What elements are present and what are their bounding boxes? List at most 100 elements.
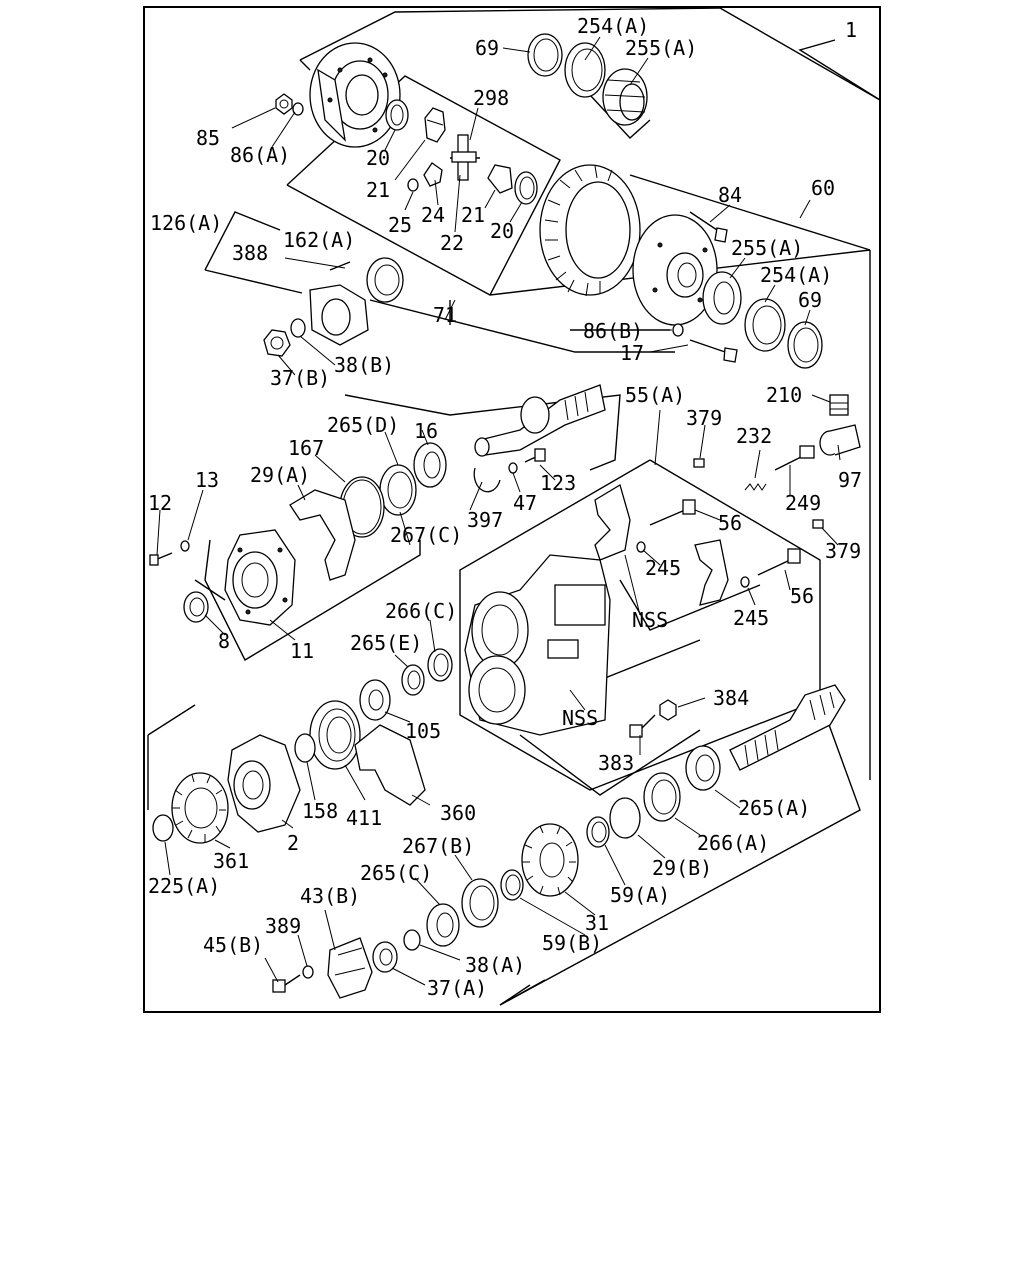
label-383: 383 (598, 751, 634, 775)
washer-245b (740, 576, 750, 588)
label-20: 20 (366, 146, 390, 170)
part-labels: 1 69 254(A) 255(A) 298 85 86(A) 20 21 25… (148, 14, 862, 1000)
label-126a: 126(A) (150, 211, 222, 235)
washer-13 (180, 540, 190, 552)
label-21: 21 (366, 178, 390, 202)
bolt-383 (629, 714, 656, 738)
spring-232 (744, 483, 767, 491)
snap-ring-225a (152, 814, 174, 842)
gear-361 (171, 772, 229, 844)
label-59b: 59(B) (542, 931, 602, 955)
label-56-b: 56 (790, 584, 814, 608)
race-266c (427, 648, 453, 682)
label-24: 24 (421, 203, 445, 227)
label-86b: 86(B) (583, 319, 643, 343)
sleeve-411 (309, 700, 361, 770)
gasket-29a (289, 489, 356, 581)
label-25: 25 (388, 213, 412, 237)
label-245-b: 245 (733, 606, 769, 630)
label-266c: 266(C) (385, 599, 457, 623)
label-56: 56 (718, 511, 742, 535)
label-38b: 38(B) (334, 353, 394, 377)
gear-31 (521, 823, 579, 897)
hub-2 (227, 734, 301, 833)
race-266a (643, 772, 681, 822)
label-361: 361 (213, 849, 249, 873)
nut-384 (659, 699, 677, 721)
bearing-265d (413, 442, 447, 488)
label-37b: 37(B) (270, 366, 330, 390)
washer-38a (403, 929, 421, 951)
label-265a: 265(A) (738, 796, 810, 820)
label-232: 232 (736, 424, 772, 448)
gasket-29b (609, 797, 641, 839)
label-266a: 266(A) (697, 831, 769, 855)
race-267c (379, 464, 417, 516)
label-267c: 267(C) (390, 523, 462, 547)
washer-47 (508, 462, 518, 474)
label-254a: 254(A) (577, 14, 649, 38)
label-389: 389 (265, 914, 301, 938)
bearing-265a (685, 745, 721, 791)
label-55a: 55(A) (625, 383, 685, 407)
label-255a: 255(A) (625, 36, 697, 60)
label-59a: 59(A) (610, 883, 670, 907)
label-225a: 225(A) (148, 874, 220, 898)
bearing-265c (426, 903, 460, 947)
bearing-retainer-11 (224, 529, 296, 626)
label-388: 388 (232, 241, 268, 265)
label-245: 245 (645, 556, 681, 580)
shift-fork-upper (594, 484, 631, 561)
label-265d: 265(D) (327, 413, 399, 437)
bearing-set-top (527, 33, 648, 126)
label-2: 2 (287, 831, 299, 855)
label-11: 11 (290, 639, 314, 663)
cover-43b (327, 937, 373, 999)
nut-37a (372, 941, 398, 973)
bearing-set-right (702, 271, 823, 369)
label-12: 12 (148, 491, 172, 515)
differential-case (632, 214, 718, 326)
label-13: 13 (195, 468, 219, 492)
label-85: 85 (196, 126, 220, 150)
bolt-84 (689, 211, 728, 243)
label-29a: 29(A) (250, 463, 310, 487)
bolt-56a (649, 499, 696, 526)
label-255a-b: 255(A) (731, 236, 803, 260)
label-29b: 29(B) (652, 856, 712, 880)
label-158: 158 (302, 799, 338, 823)
label-411: 411 (346, 806, 382, 830)
plate-360 (354, 724, 426, 806)
label-8: 8 (218, 629, 230, 653)
washer-389 (302, 965, 314, 979)
pin-379b (812, 519, 824, 529)
label-379: 379 (686, 406, 722, 430)
label-16: 16 (414, 419, 438, 443)
leader-lines (156, 36, 841, 986)
label-43b: 43(B) (300, 884, 360, 908)
label-249: 249 (785, 491, 821, 515)
label-20-b: 20 (490, 219, 514, 243)
output-pinion (729, 684, 846, 771)
assembly-bracket-lines (147, 7, 881, 1006)
label-360: 360 (440, 801, 476, 825)
breather-210 (829, 394, 849, 416)
label-384: 384 (713, 686, 749, 710)
differential-gears (385, 99, 538, 205)
bearing-265e (401, 664, 425, 696)
pin-379a (693, 458, 705, 468)
seal-8 (183, 591, 209, 623)
shim-59b (500, 869, 524, 901)
label-298: 298 (473, 86, 509, 110)
flange-housing-top (309, 42, 401, 148)
label-31: 31 (585, 911, 609, 935)
label-97: 97 (838, 468, 862, 492)
companion-flange (309, 257, 404, 346)
plug-97 (819, 424, 861, 456)
label-397: 397 (467, 508, 503, 532)
washer-245a (636, 541, 646, 553)
label-22: 22 (440, 231, 464, 255)
plunger-249 (774, 445, 815, 471)
label-267b: 267(B) (402, 834, 474, 858)
